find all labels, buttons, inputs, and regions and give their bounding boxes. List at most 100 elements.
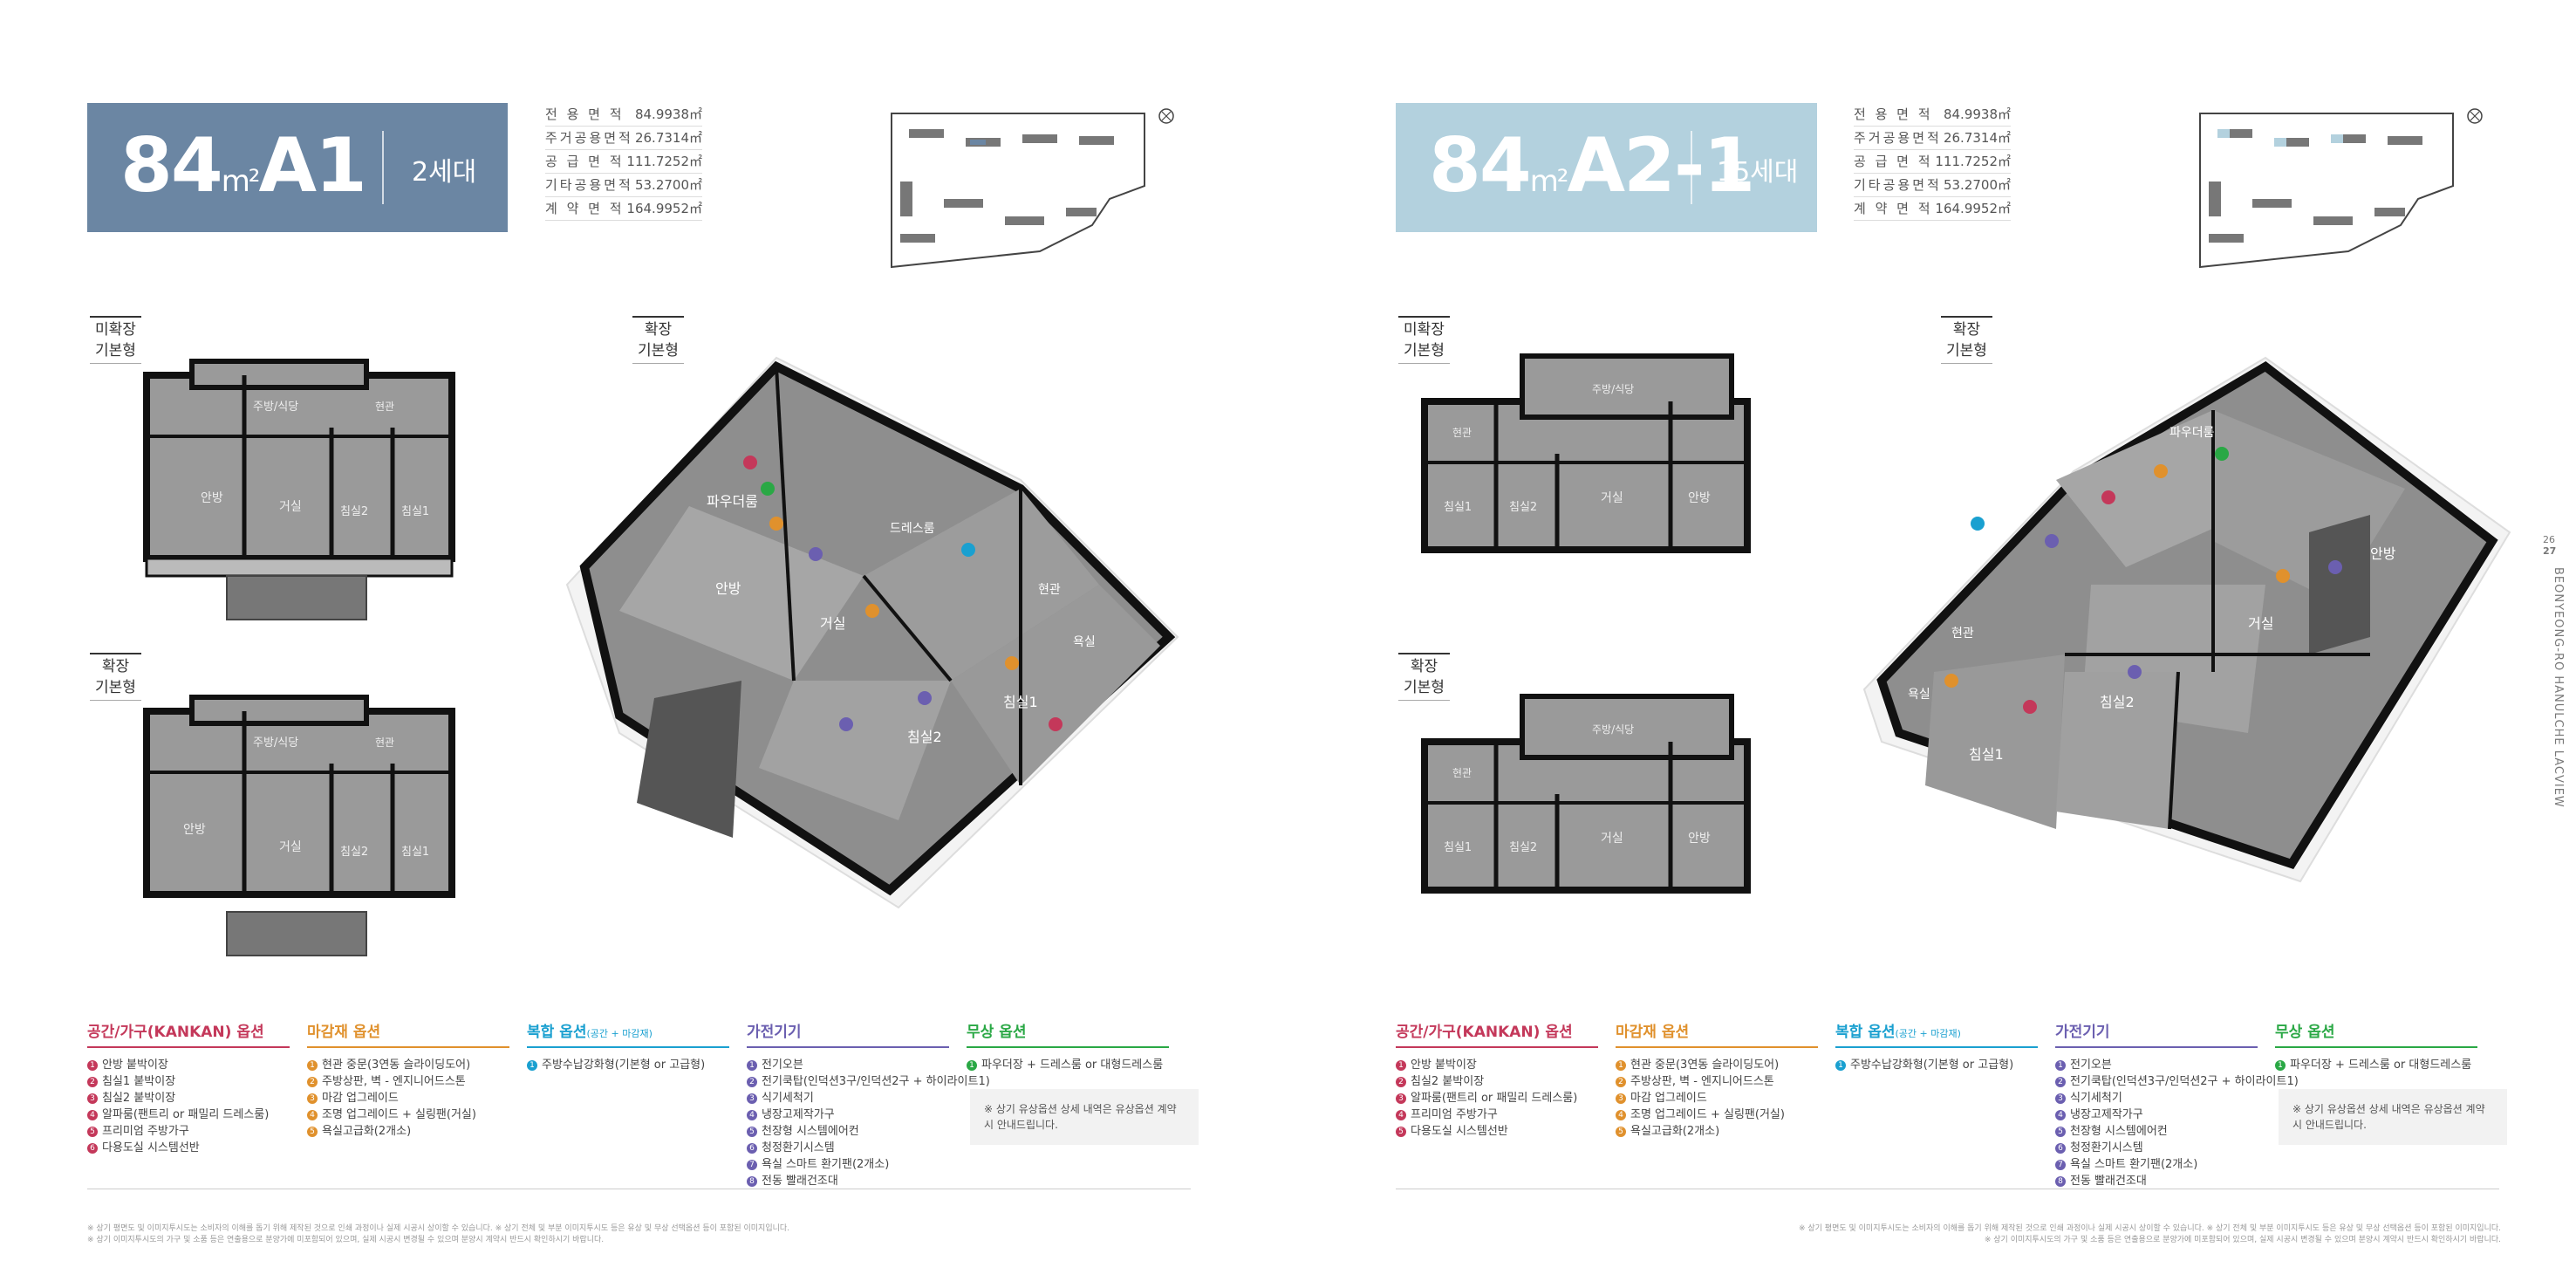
option-title: 마감재 옵션	[1616, 1019, 1818, 1048]
room-label: 현관	[1452, 767, 1472, 779]
option-text: 전동 빨래건조대	[2070, 1175, 2147, 1188]
room-label: 안방	[715, 580, 741, 597]
option-number: 7	[747, 1159, 757, 1170]
site-plan-map	[2199, 108, 2483, 269]
option-number: 5	[1616, 1126, 1626, 1137]
label-line: 확장	[1410, 658, 1438, 675]
option-text: 주방수납강화형(기본형 or 고급형)	[1850, 1058, 2014, 1072]
room-label: 거실	[1601, 832, 1623, 846]
type-suffix: A2-1	[1567, 122, 1755, 209]
option-number: 1	[1835, 1059, 1846, 1071]
room-label: 침실2	[340, 505, 368, 518]
option-text: 침실1 붙박이장	[102, 1075, 176, 1088]
option-number: 1	[967, 1059, 977, 1071]
room-label: 욕실	[1908, 688, 1930, 702]
floor-plan-unexpanded: 안방 거실 침실2 침실1 주방/식당 현관	[143, 359, 455, 620]
option-item: 4 조명 업그레이드 + 실링팬(거실)	[1616, 1106, 1818, 1123]
option-text: 프리미엄 주방가구	[102, 1125, 189, 1138]
room-label: 침실2	[907, 729, 942, 745]
type-suffix: A1	[258, 122, 366, 209]
option-number: 2	[307, 1076, 318, 1087]
option-number: 3	[87, 1093, 98, 1104]
room-label: 현관	[1951, 627, 1974, 641]
label-expanded-small: 확장 기본형	[1398, 653, 1450, 701]
room-label: 주방/식당	[253, 736, 298, 750]
room-label: 안방	[1688, 491, 1711, 505]
room-label: 안방	[201, 491, 223, 505]
room-label: 침실1	[401, 846, 429, 859]
isometric-floor-plan: 안방 거실 침실2 침실1 욕실 파우더룸 현관	[1862, 356, 2511, 883]
option-number: 2	[747, 1076, 757, 1087]
label-line: 확장	[1952, 321, 1981, 339]
option-title: 마감재 옵션	[307, 1019, 509, 1048]
type-unit: m²	[1529, 164, 1569, 199]
option-number: 1	[2055, 1059, 2066, 1071]
area-label: 주거공용면적	[545, 130, 633, 146]
footer-line: ※ 상기 이미지투시도의 가구 및 소품 등은 연출용으로 분양가에 미포함되어…	[87, 1236, 605, 1244]
area-value: 53.2700㎡	[634, 177, 702, 193]
room-label: 거실	[279, 840, 302, 854]
label-line: 미확장	[1404, 321, 1445, 339]
option-text: 천장형 시스템에어컨	[762, 1125, 859, 1138]
floor-plan-unexpanded: 현관 주방/식당 침실1 침실2 거실 안방	[1421, 353, 1751, 553]
label-line: 미확장	[95, 321, 136, 339]
room-label: 거실	[2248, 615, 2273, 632]
room-label: 주방/식당	[1592, 723, 1634, 736]
footer-line: ※ 상기 평면도 및 이미지투시도는 소비자의 이해를 돕기 위해 제작된 것으…	[87, 1224, 790, 1233]
room-label: 안방	[183, 823, 206, 837]
area-label: 기타공용면적	[545, 177, 633, 193]
option-number: 4	[87, 1109, 98, 1120]
label-line: 확장	[644, 321, 673, 339]
option-text: 마감 업그레이드	[322, 1092, 399, 1105]
room-label: 현관	[375, 736, 394, 749]
option-text: 전동 빨래건조대	[762, 1175, 838, 1188]
option-title: 가전기기	[747, 1019, 949, 1048]
title-divider	[382, 131, 384, 204]
option-text: 주방상판, 벽 - 엔지니어드스톤	[322, 1075, 466, 1088]
option-text: 알파룸(팬트리 or 패밀리 드레스룸)	[1411, 1092, 1578, 1105]
option-number: 3	[1396, 1093, 1406, 1104]
option-text: 조명 업그레이드 + 실링팬(거실)	[1630, 1108, 1785, 1121]
option-number: 5	[2055, 1126, 2066, 1137]
option-number: 8	[747, 1175, 757, 1187]
label-line: 기본형	[638, 342, 679, 360]
option-text: 안방 붙박이장	[1411, 1058, 1477, 1072]
option-item: 3 알파룸(팬트리 or 패밀리 드레스룸)	[1396, 1090, 1598, 1106]
option-title: 복합 옵션(공간 + 마감재)	[1835, 1019, 2038, 1048]
unit-type-box: 84m²A1 2세대	[87, 103, 508, 232]
option-text: 현관 중문(3연동 슬라이딩도어)	[322, 1058, 471, 1072]
option-item: 2 주방상판, 벽 - 엔지니어드스톤	[307, 1073, 509, 1090]
room-label: 침실2	[2100, 694, 2135, 710]
option-text: 침실2 붙박이장	[102, 1092, 176, 1105]
option-number: 4	[1616, 1109, 1626, 1120]
option-text: 냉장고제작가구	[2070, 1108, 2143, 1121]
option-text: 천장형 시스템에어컨	[2070, 1125, 2168, 1138]
option-text: 식기세척기	[762, 1092, 814, 1105]
page-number: 26 27	[2543, 534, 2556, 557]
